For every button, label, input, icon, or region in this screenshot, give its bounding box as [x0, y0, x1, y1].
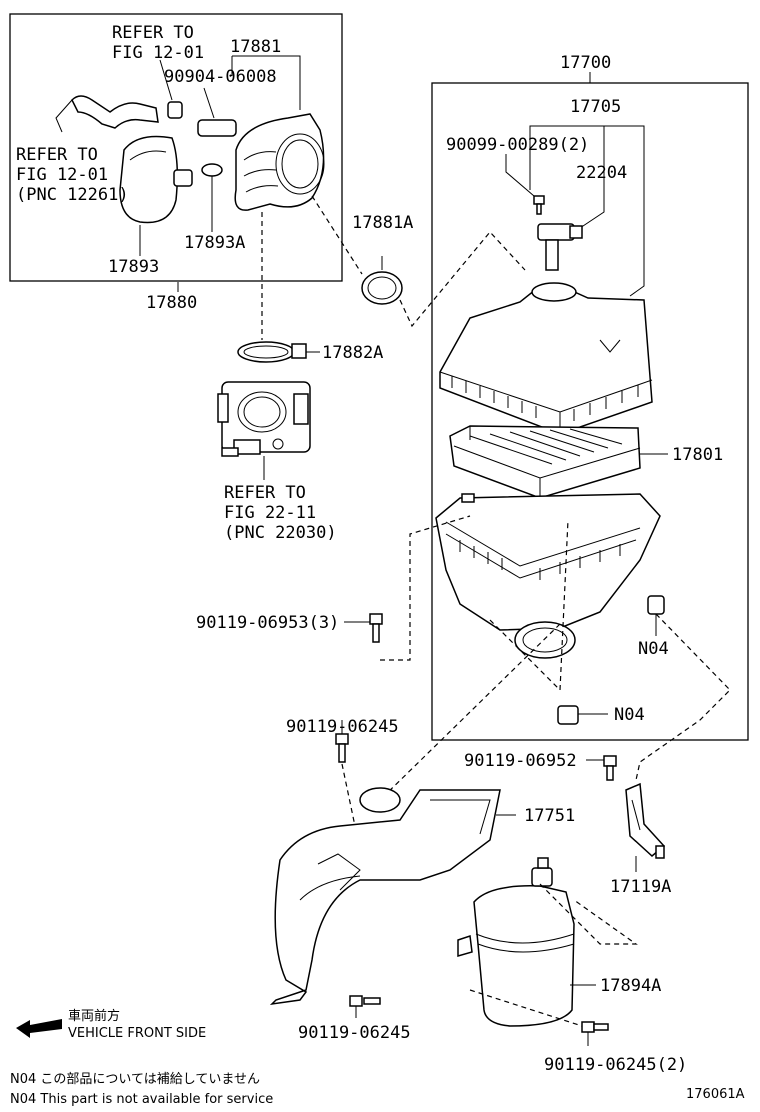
label-17700: 17700	[560, 53, 611, 73]
union-90904	[197, 119, 237, 137]
bolt-90119-06245-top	[335, 733, 349, 763]
label-90119-06245-2: 90119-06245(2)	[544, 1055, 687, 1075]
bracket-17119A	[625, 782, 666, 859]
label-90119-06245-top: 90119-06245	[286, 717, 399, 737]
bolt-90119-06245-bottom	[349, 995, 381, 1007]
note-jp: N04 この部品については補給していません	[10, 1072, 260, 1087]
label-17894A: 17894A	[600, 976, 661, 996]
label-17751: 17751	[524, 806, 575, 826]
label-90099-00289: 90099-00289(2)	[446, 135, 589, 155]
bolt-90119-06245-2	[581, 1021, 609, 1033]
ring-17893A	[201, 163, 223, 177]
grommet-n04-a	[647, 595, 665, 636]
label-refer-to-left-c: (PNC 12261)	[16, 185, 129, 205]
label-17881: 17881	[230, 37, 281, 57]
label-n04-b: N04	[614, 705, 645, 725]
air-cleaner-cap-17705	[439, 282, 653, 435]
intake-hose-17881	[234, 113, 325, 211]
label-refer-to-tb-b: FIG 22-11	[224, 503, 316, 523]
label-90119-06952: 90119-06952	[464, 751, 577, 771]
label-vehicle-front-en: VEHICLE FRONT SIDE	[68, 1026, 206, 1041]
resonator-17894A	[457, 857, 575, 1027]
label-17801: 17801	[672, 445, 723, 465]
label-22204: 22204	[576, 163, 627, 183]
throttle-body	[217, 381, 311, 457]
filter-element-17801	[449, 425, 641, 499]
resonator-17893	[119, 135, 179, 224]
air-cleaner-case	[435, 493, 661, 659]
label-17881A: 17881A	[352, 213, 413, 233]
figure-id: 176061A	[686, 1087, 745, 1102]
label-refer-to-top-a: REFER TO	[112, 23, 194, 43]
bolt-90119-06953	[369, 613, 383, 643]
label-90119-06953: 90119-06953(3)	[196, 613, 339, 633]
bolt-90119-06952	[603, 755, 617, 781]
label-17705: 17705	[570, 97, 621, 117]
label-refer-to-tb-c: (PNC 22030)	[224, 523, 337, 543]
intake-duct-17751	[269, 787, 501, 1006]
label-90119-06245-bottom: 90119-06245	[298, 1023, 411, 1043]
bolt-90099	[533, 195, 545, 215]
label-refer-to-left-a: REFER TO	[16, 145, 98, 165]
label-n04-a: N04	[638, 639, 669, 659]
label-17893: 17893	[108, 257, 159, 277]
clamp-17882A	[237, 341, 295, 363]
label-refer-to-tb-a: REFER TO	[224, 483, 306, 503]
group-box-17880	[9, 13, 343, 282]
label-17882A: 17882A	[322, 343, 383, 363]
clamp-part-small	[167, 101, 183, 119]
grommet-n04-b	[557, 705, 608, 725]
label-refer-to-top-b: FIG 12-01	[112, 43, 204, 63]
note-en: N04 This part is not available for servi…	[10, 1092, 273, 1107]
label-90904-06008: 90904-06008	[164, 67, 277, 87]
label-vehicle-front-jp: 車両前方	[68, 1008, 120, 1024]
hose-part	[71, 95, 159, 129]
label-17880: 17880	[146, 293, 197, 313]
label-refer-to-left-b: FIG 12-01	[16, 165, 108, 185]
airflow-meter-22204	[537, 223, 583, 271]
label-17893A: 17893A	[184, 233, 245, 253]
vehicle-front-arrow-icon	[16, 1019, 62, 1038]
resonator-pipe	[173, 169, 193, 187]
label-17119A: 17119A	[610, 877, 671, 897]
